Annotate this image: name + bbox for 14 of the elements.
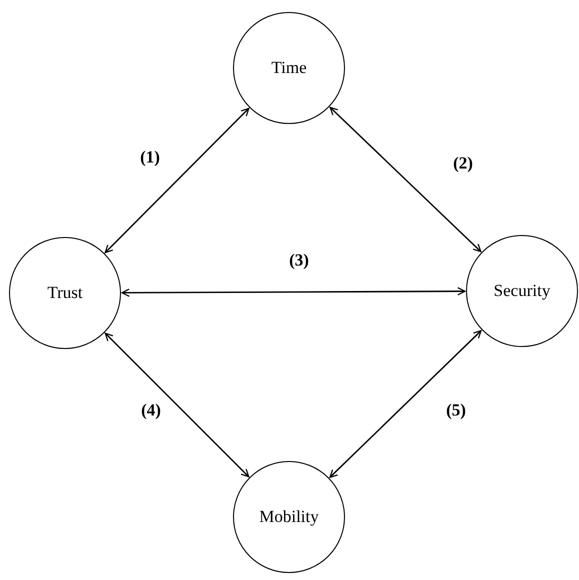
double-arrow [330, 106, 482, 252]
edge-label: (2) [453, 152, 473, 174]
node-label: Time [271, 57, 307, 80]
double-arrow [329, 330, 482, 478]
node-label: Mobility [259, 506, 319, 528]
double-arrow [104, 332, 250, 478]
double-arrow [121, 287, 466, 297]
node-label: Trust [47, 282, 83, 304]
edge-label: (3) [289, 249, 309, 272]
edge-label: (1) [140, 146, 160, 168]
edge-label: (5) [446, 399, 466, 422]
edge-label: (4) [141, 399, 161, 422]
double-arrow [104, 108, 250, 254]
node-label: Security [494, 280, 550, 302]
